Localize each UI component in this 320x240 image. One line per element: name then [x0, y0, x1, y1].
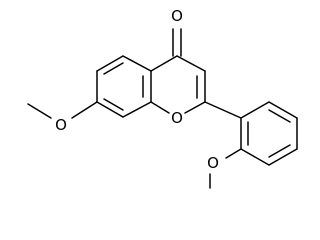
bond-c5-c6	[96, 55, 124, 72]
bond-c4a-c4	[150, 55, 178, 72]
bond-ar6-o-methoxy	[225, 148, 242, 159]
bond-c8-c8a	[122, 101, 152, 118]
bond-c4a-c5	[122, 55, 152, 72]
bond-c4-c3	[176, 55, 206, 72]
left-methoxy-oxygen-label: O	[55, 116, 67, 134]
right-methoxy-oxygen-label: O	[207, 154, 219, 172]
bond-ar2-ar3-inner	[268, 109, 291, 123]
pyranone-ring	[150, 28, 206, 114]
bond-o-methyl-left	[27, 103, 52, 119]
right-methoxy-group	[209, 148, 242, 189]
bond-c7-c8	[96, 101, 124, 118]
bond-c5-c6-inner	[103, 62, 124, 75]
bond-ar1-ar2	[240, 101, 270, 119]
chemical-structure-diagram: O O O O	[27, 7, 298, 189]
bond-c7-c8-inner	[103, 98, 124, 111]
bond-ar4-ar5	[268, 148, 298, 166]
bond-ar5-ar6	[240, 148, 270, 166]
benzo-ring	[96, 55, 152, 118]
bond-c2-aryl	[204, 101, 242, 119]
bond-ar2-ar3	[268, 101, 298, 119]
aryl-ring	[204, 101, 298, 166]
bond-o1-c8a	[150, 101, 170, 114]
ring-oxygen-label: O	[171, 109, 183, 127]
bond-c2-o1	[184, 101, 206, 114]
left-methoxy-group	[27, 101, 98, 119]
carbonyl-oxygen-label: O	[171, 7, 183, 25]
bond-ar4-ar5-inner	[268, 144, 291, 158]
bond-c7-o-methoxy	[71, 101, 98, 119]
